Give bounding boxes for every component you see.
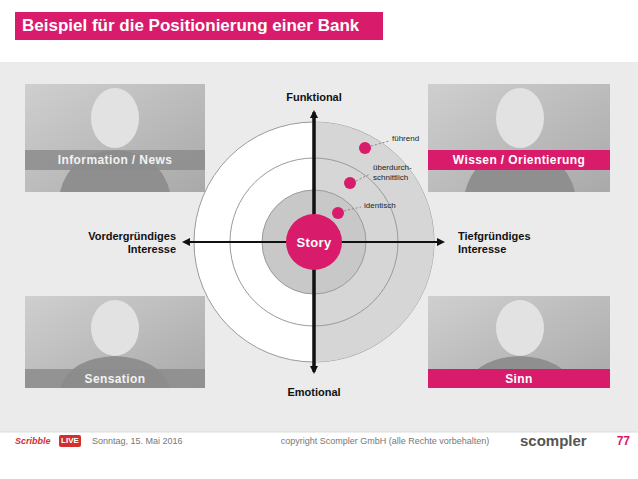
title-bar: Beispiel für die Positionierung einer Ba…: [15, 12, 383, 40]
axis-label: Vordergründiges Interesse: [70, 230, 176, 256]
logo-text: scompler: [520, 432, 600, 450]
ground-band: [0, 62, 638, 432]
page-number: 77: [600, 434, 630, 448]
node-text: Wissen / Orientierung: [453, 153, 585, 167]
axis-label: Funktional: [254, 91, 374, 104]
category-label: Sensation: [25, 369, 205, 388]
node-text: Information / News: [58, 153, 173, 167]
logo-badge: LIVE: [59, 435, 81, 447]
photo-panels: [25, 84, 610, 388]
axis-label: Emotional: [254, 386, 374, 399]
rating-label: überdurch- schnittlich: [373, 163, 425, 182]
node-text: Story: [296, 235, 331, 250]
story-circle: Story: [286, 214, 342, 270]
axis-label: Tiefgründiges Interesse: [458, 230, 558, 256]
rating-label: führend: [392, 134, 452, 144]
node-text: Sensation: [85, 372, 146, 386]
category-label: Sinn: [428, 369, 610, 388]
node-text: Sinn: [505, 372, 533, 386]
footer-date: Sonntag, 15. Mai 2016: [92, 436, 232, 447]
rating-label: identisch: [364, 201, 424, 211]
category-label: Information / News: [25, 150, 205, 170]
footer-copyright: copyright Scompler GmbH (alle Rechte vor…: [260, 436, 510, 447]
logo-text: Scribble: [15, 436, 63, 447]
category-label: Wissen / Orientierung: [428, 150, 610, 170]
axes: [184, 112, 443, 372]
